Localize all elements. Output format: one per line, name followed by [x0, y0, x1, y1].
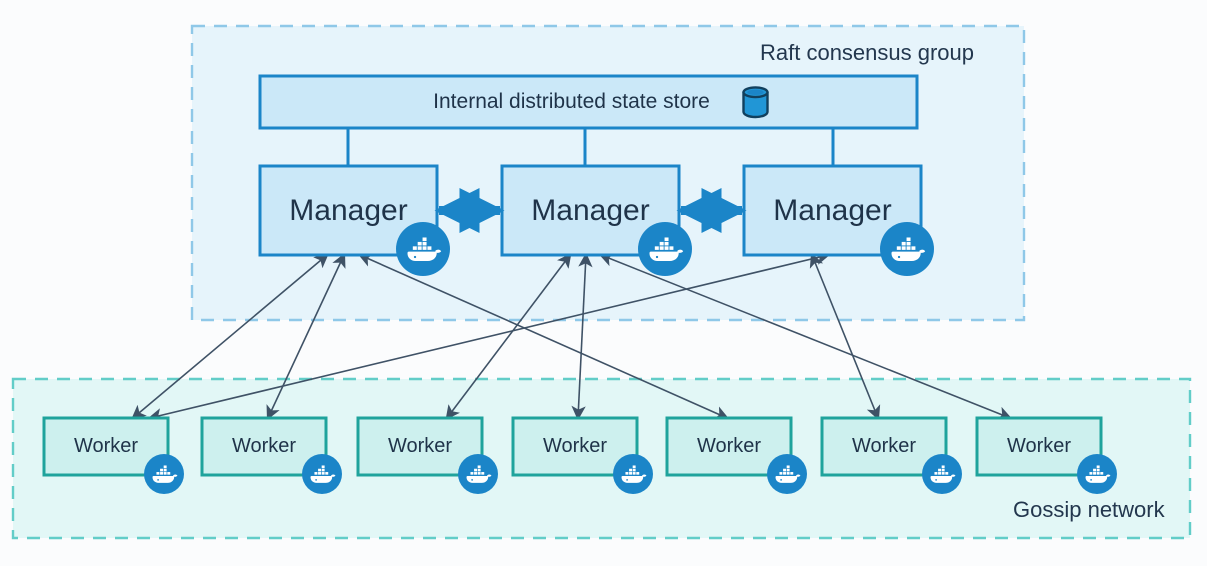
link-manager-worker-7 — [147, 250, 831, 423]
worker-node-5[interactable] — [665, 416, 793, 477]
worker-manager-links-layer — [131, 250, 1013, 423]
state-store-connectors-layer — [346, 128, 835, 166]
manager-node-3[interactable] — [742, 164, 923, 257]
state-store-box[interactable] — [258, 74, 919, 130]
zone-label-raft: Raft consensus group — [760, 40, 975, 65]
docker-badges-layer — [144, 85, 1117, 494]
database-cylinder-icon — [742, 85, 769, 119]
zone-label-gossip: Gossip network — [1013, 497, 1165, 522]
